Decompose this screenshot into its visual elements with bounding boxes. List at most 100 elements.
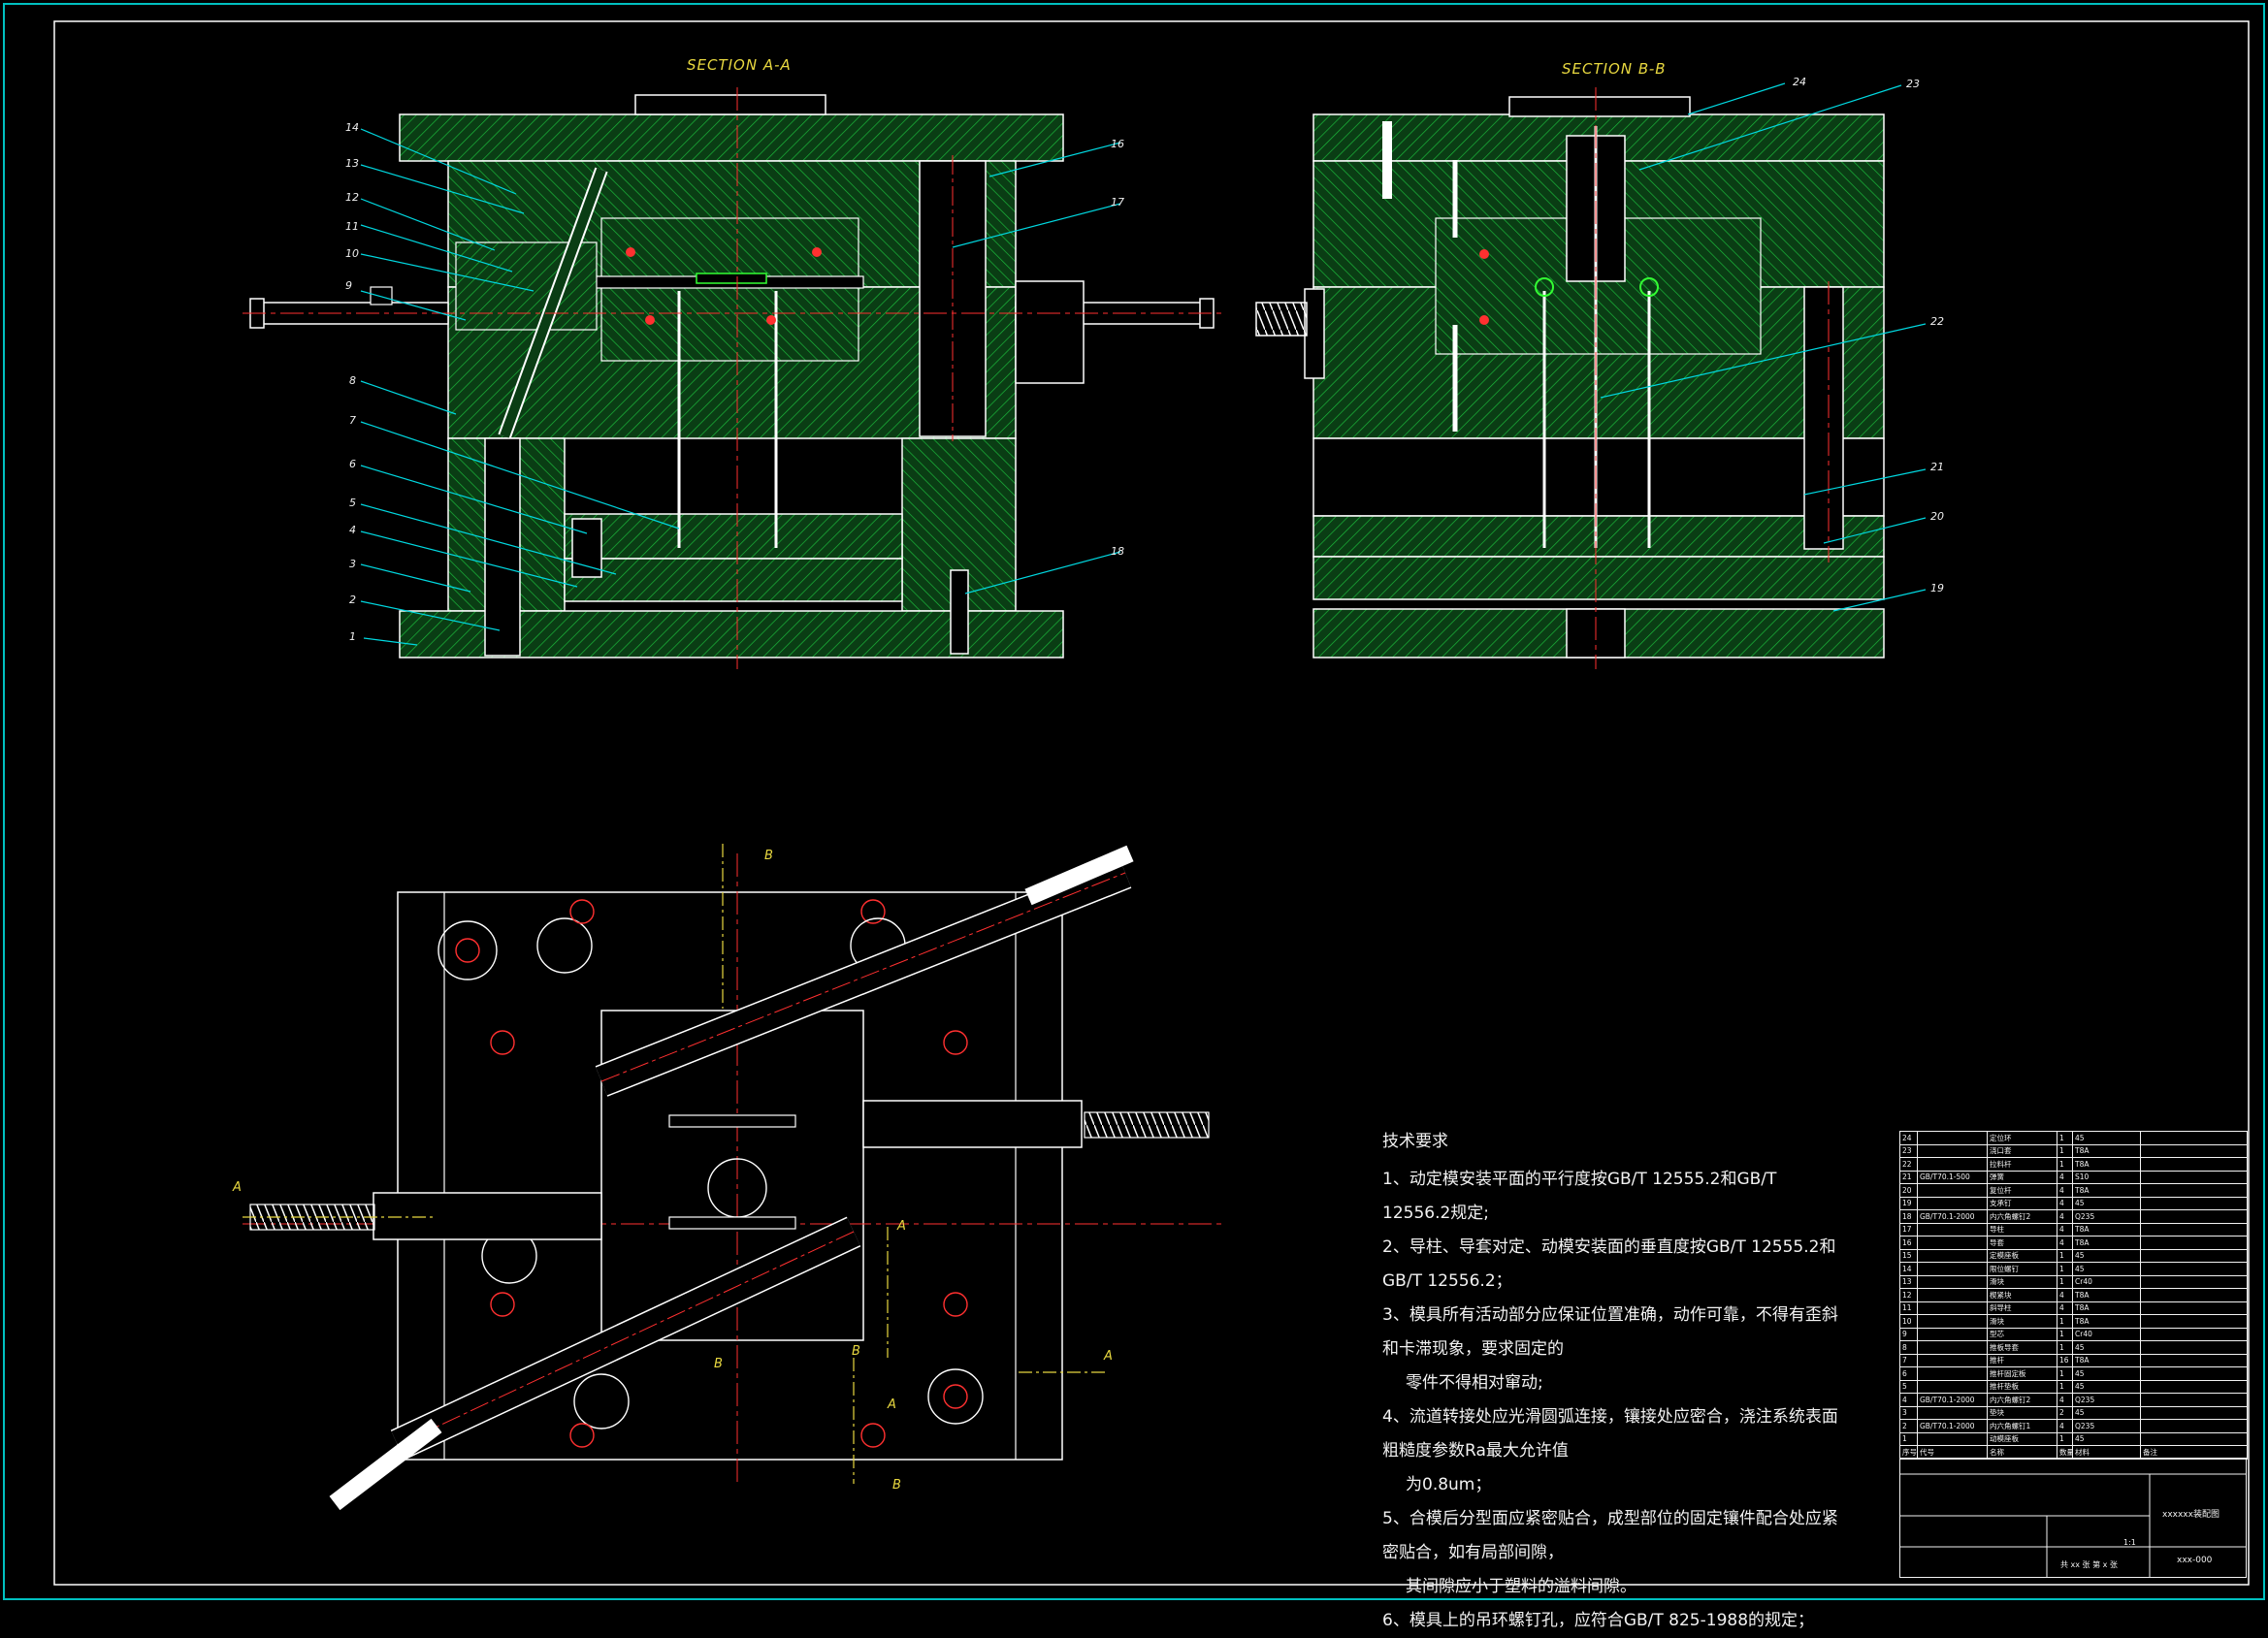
technical-requirements: 技术要求 1、动定模安装平面的平行度按GB/T 12555.2和GB/T 125… <box>1382 1125 1848 1638</box>
bom-cell <box>2140 1327 2248 1341</box>
callout: 22 <box>1930 315 1944 328</box>
title-block-scale: 1:1 <box>2123 1538 2136 1547</box>
bom-cell: 推板导套 <box>1987 1340 2057 1355</box>
section-marker: A <box>887 1397 896 1412</box>
bom-cell <box>1917 1143 1988 1158</box>
bom-cell: 13 <box>1899 1274 1918 1289</box>
bom-cell: GB/T70.1-2000 <box>1917 1419 1988 1433</box>
section-marker: A <box>232 1180 242 1195</box>
notes-title: 技术要求 <box>1382 1132 1448 1151</box>
section-a-a-callout-numbers: 1 2 3 4 5 6 7 8 9 10 11 12 13 14 16 17 1… <box>345 121 1124 643</box>
bom-cell: 23 <box>1899 1143 1918 1158</box>
bom-cell <box>2140 1419 2248 1433</box>
bom-cell: 11 <box>1899 1301 1918 1315</box>
bom-cell: 定模座板 <box>1987 1248 2057 1263</box>
bom-cell: 2 <box>2057 1405 2073 1420</box>
callout: 8 <box>349 374 356 387</box>
bom-cell: Cr40 <box>2072 1274 2141 1289</box>
bom-cell: T8A <box>2072 1236 2141 1250</box>
section-b-b-leaders <box>1600 82 1927 612</box>
bom-cell: 1 <box>2057 1340 2073 1355</box>
bom-cell <box>1917 1131 1988 1145</box>
bom-cell: 6 <box>1899 1366 1918 1381</box>
bom-cell: 21 <box>1899 1170 1918 1184</box>
callout: 18 <box>1111 545 1124 558</box>
bom-cell: 9 <box>1899 1327 1918 1341</box>
bom-cell <box>2140 1431 2248 1446</box>
bom-cell: 支承钉 <box>1987 1196 2057 1210</box>
bom-cell: GB/T70.1-2000 <box>1917 1209 1988 1224</box>
bom-cell <box>2140 1170 2248 1184</box>
bom-cell: 1 <box>2057 1248 2073 1263</box>
bom-cell <box>1917 1405 1988 1420</box>
section-marker: B <box>764 849 773 863</box>
bom-cell: T8A <box>2072 1157 2141 1172</box>
bom-cell <box>1917 1288 1988 1302</box>
callout: 11 <box>345 220 359 233</box>
bom-cell: 4 <box>2057 1222 2073 1237</box>
bom-cell: 4 <box>2057 1236 2073 1250</box>
bom-cell: 楔紧块 <box>1987 1288 2057 1302</box>
bom-cell: 数量 <box>2057 1445 2073 1460</box>
bom-cell: 45 <box>2072 1340 2141 1355</box>
bom-cell: 1 <box>2057 1314 2073 1329</box>
assembly-drawing: 1 2 3 4 5 6 7 8 9 10 11 12 13 14 16 17 1… <box>3 3 2265 1600</box>
bom-cell <box>2140 1236 2248 1250</box>
bom-cell: 16 <box>2057 1353 2073 1367</box>
bom-cell <box>2140 1209 2248 1224</box>
bom-cell: 45 <box>2072 1431 2141 1446</box>
note-line: 5、合模后分型面应紧密贴合，成型部位的固定镶件配合处应紧密贴合，如有局部间隙， <box>1382 1509 1838 1562</box>
bom-cell: 19 <box>1899 1196 1918 1210</box>
bom-cell <box>1917 1248 1988 1263</box>
bom-cell: 1 <box>2057 1157 2073 1172</box>
bom-cell <box>2140 1248 2248 1263</box>
bom-cell: 滑块 <box>1987 1314 2057 1329</box>
bom-cell: 备注 <box>2140 1445 2248 1460</box>
bom-cell: 1 <box>2057 1131 2073 1145</box>
bom-cell: 斜导柱 <box>1987 1301 2057 1315</box>
bom-cell: Q235 <box>2072 1393 2141 1407</box>
bom-cell: T8A <box>2072 1353 2141 1367</box>
callout: 12 <box>345 191 359 204</box>
bom-cell: 3 <box>1899 1405 1918 1420</box>
callout: 16 <box>1111 138 1124 150</box>
note-line: 6、模具上的吊环螺钉孔，应符合GB/T 825-1988的规定； <box>1382 1611 1815 1630</box>
bom-cell <box>1917 1314 1988 1329</box>
bom-cell: 拉料杆 <box>1987 1157 2057 1172</box>
bom-cell <box>2140 1274 2248 1289</box>
bom-cell: 材料 <box>2072 1445 2141 1460</box>
bom-cell: 4 <box>2057 1288 2073 1302</box>
bom-cell <box>1917 1327 1988 1341</box>
bom-cell: 导套 <box>1987 1236 2057 1250</box>
bom-cell: 动模座板 <box>1987 1431 2057 1446</box>
bom-cell: 垫块 <box>1987 1405 2057 1420</box>
bom-cell: 导柱 <box>1987 1222 2057 1237</box>
bom-header-row: 序号代号名称数量材料备注 <box>1899 1445 2248 1460</box>
bom-cell: 推杆 <box>1987 1353 2057 1367</box>
bom-cell <box>2140 1131 2248 1145</box>
section-a-a-title: SECTION A-A <box>687 56 792 74</box>
bom-cell <box>1917 1274 1988 1289</box>
bom-cell: T8A <box>2072 1222 2141 1237</box>
bom-cell: 型芯 <box>1987 1327 2057 1341</box>
bom-cell: 1 <box>2057 1366 2073 1381</box>
bom-cell: 45 <box>2072 1248 2141 1263</box>
plan-view-section-markers: A A A A B B B B <box>232 849 1113 1493</box>
section-marker: B <box>892 1478 901 1493</box>
bom-cell <box>2140 1301 2248 1315</box>
bom-cell: T8A <box>2072 1301 2141 1315</box>
bom-cell <box>1917 1379 1988 1394</box>
callout: 10 <box>345 247 359 260</box>
callout: 1 <box>349 630 356 643</box>
bom-cell <box>2140 1393 2248 1407</box>
bom-cell: GB/T70.1-500 <box>1917 1170 1988 1184</box>
